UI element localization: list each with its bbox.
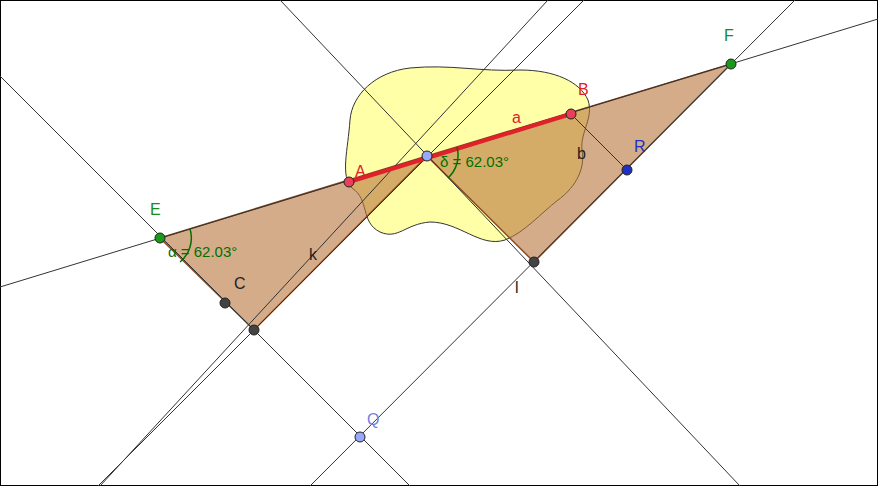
segment-a [349, 114, 571, 182]
angle-label: α = 62.03° [168, 244, 237, 259]
point-vertex-right [529, 257, 539, 267]
segment-b [571, 114, 627, 170]
point-f [726, 59, 736, 69]
point-name: R [634, 139, 646, 155]
point-e [155, 233, 165, 243]
line-through-centre-2 [84, 0, 584, 486]
point-q [355, 432, 365, 442]
point-centre [422, 151, 432, 161]
point-name: A [355, 164, 366, 180]
line-perpendicular [0, 76, 410, 486]
segment-name: b [577, 146, 586, 162]
point-r [622, 165, 632, 175]
point-name: C [234, 276, 246, 292]
point-c [220, 298, 230, 308]
line-name: k [309, 247, 317, 263]
point-name: F [724, 28, 734, 44]
point-b [566, 109, 576, 119]
right-triangle [427, 64, 731, 262]
segment-name: a [512, 110, 521, 126]
line-through-centre [280, 0, 740, 486]
angle-label: δ = 62.03° [440, 154, 509, 169]
point-name: E [150, 202, 161, 218]
left-triangle [160, 156, 427, 330]
line-ef [0, 19, 878, 287]
point-name: Q [367, 412, 379, 428]
line-name: l [515, 280, 519, 296]
point-vertex-left [249, 325, 259, 335]
point-a [344, 177, 354, 187]
line-l [310, 0, 795, 486]
point-name: B [578, 82, 589, 98]
